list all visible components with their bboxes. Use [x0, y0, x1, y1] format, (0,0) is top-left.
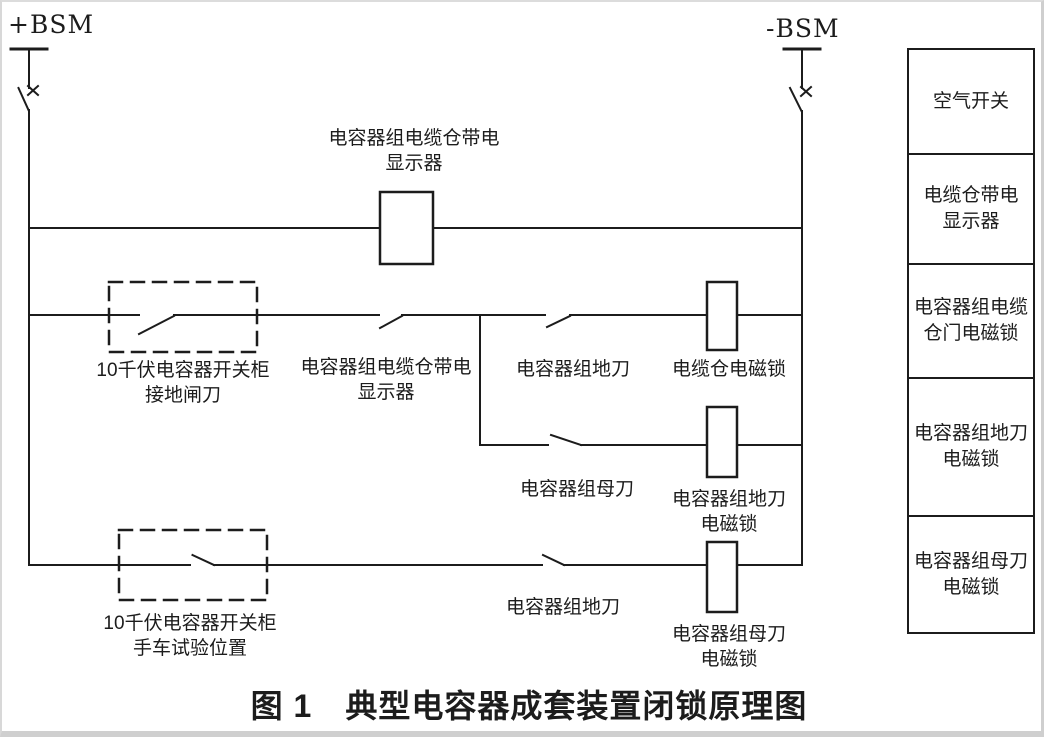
- row3-bus-knife-label: 电容器组母刀: [519, 479, 635, 500]
- legend-item-cable-door-lock: 电容器组电缆 仓门电磁锁: [907, 263, 1035, 379]
- row4-coil-box: [705, 540, 739, 614]
- negative-bus-rail: [782, 47, 822, 566]
- row2-wire: [28, 314, 803, 336]
- row2-cabinet-earth-switch-blade-icon: [137, 314, 176, 336]
- row3-coil-label: 电容器组地刀 电磁锁: [671, 489, 787, 536]
- row2-coil-box: [705, 280, 739, 352]
- row2-display-contact-label: 电容器组电缆仓带电 显示器: [300, 357, 472, 404]
- positive-bus-rail: [9, 47, 49, 566]
- legend-item-cable-compartment-display: 电缆仓带电 显示器: [907, 153, 1035, 265]
- row2-display-contact-blade-icon: [378, 314, 404, 330]
- legend-item-bus-knife-lock: 电容器组母刀 电磁锁: [907, 515, 1035, 634]
- row4-test-position-blade-icon: [191, 553, 216, 567]
- row2-earth-knife-label: 电容器组地刀: [515, 359, 631, 380]
- row3-bus-knife-blade-icon: [549, 433, 583, 447]
- row4-test-position-label: 10千伏电容器开关柜 手车试验位置: [103, 613, 277, 660]
- row1-display-device-label: 电容器组电缆仓带电 显示器: [328, 128, 500, 175]
- row4-wire: [28, 553, 803, 567]
- row2-earth-knife-blade-icon: [545, 314, 572, 329]
- positive-bus-breaker-star-icon: [26, 84, 40, 97]
- legend-column: 空气开关 电缆仓带电 显示器 电容器组电缆 仓门电磁锁 电容器组地刀 电磁锁 电…: [907, 48, 1035, 634]
- row3-wire: [479, 315, 803, 447]
- negative-bus-label: -BSM: [766, 14, 840, 43]
- row2-cabinet-earth-switch-label: 10千伏电容器开关柜 接地闸刀: [96, 360, 270, 407]
- row4-earth-knife-label: 电容器组地刀: [505, 597, 621, 618]
- legend-item-earth-knife-lock: 电容器组地刀 电磁锁: [907, 377, 1035, 517]
- row4-earth-knife-blade-icon: [541, 553, 566, 567]
- row4-test-position-dashed-box: [117, 528, 269, 602]
- row2-cabinet-earth-switch-dashed-box: [107, 280, 259, 354]
- negative-bus-breaker-star-icon: [799, 85, 813, 98]
- row4-coil-label: 电容器组母刀 电磁锁: [671, 624, 787, 671]
- row1-display-device-box: [378, 190, 435, 266]
- legend-item-air-switch: 空气开关: [907, 48, 1035, 155]
- figure-caption: 图 1 典型电容器成套装置闭锁原理图: [250, 688, 808, 724]
- row2-coil-label: 电缆仓电磁锁: [671, 359, 787, 380]
- positive-bus-label: +BSM: [8, 10, 95, 39]
- row3-coil-box: [705, 405, 739, 479]
